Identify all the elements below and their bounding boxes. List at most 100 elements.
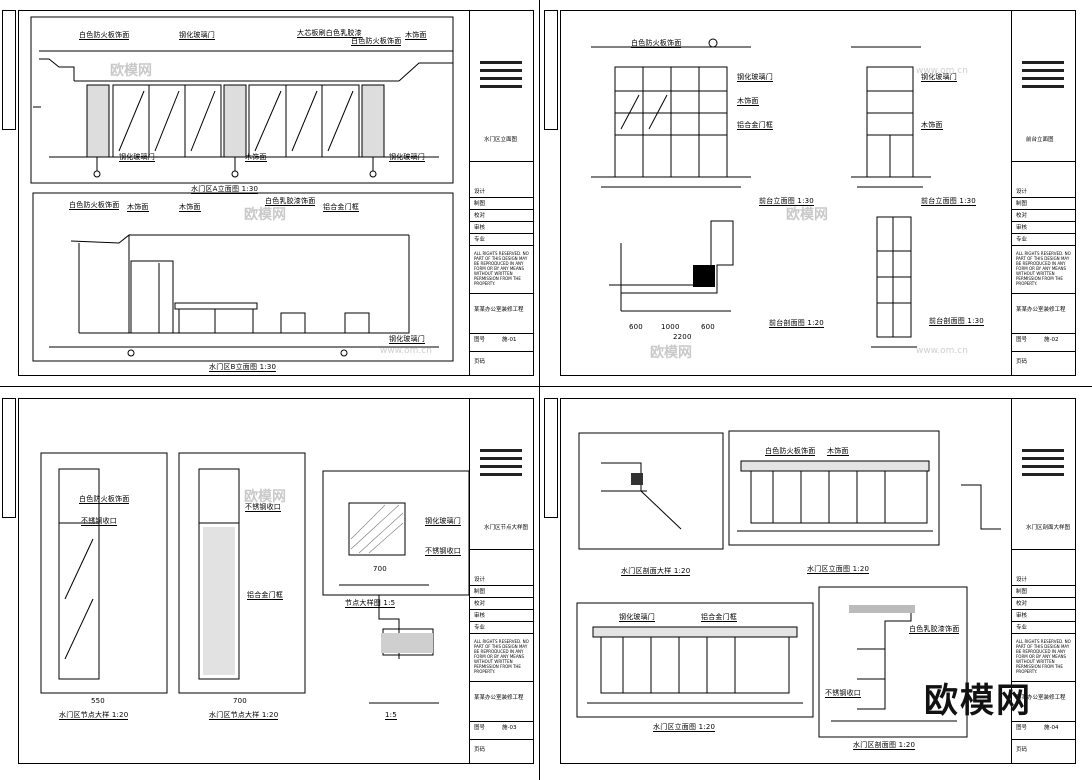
annotation: 木饰面 <box>921 121 943 130</box>
watermark-brand: 欧模网 <box>924 681 1032 721</box>
annotation: 钢化玻璃门 <box>119 153 155 162</box>
drawing-sheet-bottom-right: 白色防火板饰面 木饰面 钢化玻璃门 铝合金门框 白色乳胶漆饰面 不锈钢收口 水门… <box>560 398 1076 764</box>
dimension: 1000 <box>661 323 680 331</box>
title-block: 水门区节点大样图 设计 制图 校对 审核 专业 ALL RIGHTS RESER… <box>469 399 533 763</box>
drawing-no-label: 图号 <box>1016 725 1028 731</box>
tb-row: 设计 <box>1016 189 1028 195</box>
annotation: 白色防火板饰面 <box>765 447 816 456</box>
copyright-note: ALL RIGHTS RESERVED. NO PART OF THIS DES… <box>1016 639 1071 674</box>
drawing-no: 施-01 <box>502 337 517 343</box>
watermark-url: www.om.cn <box>916 346 968 356</box>
sheet-divider-horizontal <box>0 386 1092 387</box>
watermark-logo: 欧模网 <box>110 63 152 79</box>
tb-row: 制图 <box>1016 201 1028 207</box>
annotation: 铝合金门框 <box>701 613 737 622</box>
dimension: 2200 <box>673 333 692 341</box>
tb-row: 审核 <box>474 225 486 231</box>
annotation: 木饰面 <box>245 153 267 162</box>
drawing-sheet-top-left: 白色防火板饰面 钢化玻璃门 大芯板刷白色乳胶漆 白色防火板饰面 木饰面 钢化玻璃… <box>18 10 534 376</box>
tb-row: 审核 <box>1016 613 1028 619</box>
view-title: 水门区剖面图 1:20 <box>853 741 916 750</box>
annotation: 白色防火板饰面 <box>351 37 402 46</box>
tb-row: 审核 <box>474 613 486 619</box>
view-title: 水门区立面图 1:20 <box>807 565 870 574</box>
project-name: 某某办公室装修工程 <box>1016 307 1066 313</box>
tb-row: 专业 <box>474 625 486 631</box>
tb-row: 校对 <box>1016 601 1028 607</box>
annotation: 木饰面 <box>179 203 201 212</box>
node-detail-drawings <box>40 452 470 704</box>
annotation: 木饰面 <box>827 447 849 456</box>
view-title: 前台立面图 1:30 <box>759 197 814 206</box>
binding-strip <box>544 10 558 130</box>
annotation: 铝合金门框 <box>323 203 359 212</box>
watermark-logo: 欧模网 <box>244 207 286 223</box>
tb-row: 校对 <box>1016 213 1028 219</box>
binding-strip <box>2 398 16 518</box>
view-title: 水门区立面图 1:20 <box>653 723 716 732</box>
annotation: 不锈钢收口 <box>425 547 461 556</box>
dimension: 550 <box>91 697 105 705</box>
page-label: 页码 <box>1016 747 1028 753</box>
watermark-url: www.om.cn <box>916 66 968 76</box>
watermark-logo: 欧模网 <box>650 345 692 361</box>
drawing-name: 水门区立面图 <box>484 137 518 143</box>
watermark-logo: 欧模网 <box>244 489 286 505</box>
project-name: 某某办公室装修工程 <box>474 307 524 313</box>
dimension: 700 <box>233 697 247 705</box>
tb-row: 设计 <box>1016 577 1028 583</box>
drawing-no: 施-02 <box>1044 337 1059 343</box>
project-name: 某某办公室装修工程 <box>474 695 524 701</box>
view-title: 水门区剖面大样 1:20 <box>621 567 691 576</box>
annotation: 木饰面 <box>127 203 149 212</box>
annotation: 钢化玻璃门 <box>921 73 957 82</box>
page-label: 页码 <box>474 359 486 365</box>
dimension: 600 <box>701 323 715 331</box>
annotation: 木饰面 <box>405 31 427 40</box>
annotation: 钢化玻璃门 <box>389 153 425 162</box>
section-detail-drawings <box>576 430 1001 738</box>
drawing-name: 水门区剖面大样图 <box>1026 525 1071 531</box>
tb-row: 专业 <box>474 237 486 243</box>
annotation: 白色乳胶漆饰面 <box>265 197 316 206</box>
annotation: 白色乳胶漆饰面 <box>909 625 960 634</box>
view-title: 水门区A立面图 1:30 <box>191 185 259 194</box>
annotation: 不锈钢收口 <box>81 517 117 526</box>
annotation: 白色防火板饰面 <box>79 495 130 504</box>
page-label: 页码 <box>474 747 486 753</box>
elevation-drawings <box>30 16 454 362</box>
annotation: 木饰面 <box>737 97 759 106</box>
drawing-no-label: 图号 <box>474 337 486 343</box>
title-block: 水门区剖面大样图 设计 制图 校对 审核 专业 ALL RIGHTS RESER… <box>1011 399 1075 763</box>
tb-row: 专业 <box>1016 625 1028 631</box>
page-label: 页码 <box>1016 359 1028 365</box>
annotation: 铝合金门框 <box>247 591 283 600</box>
drawing-sheet-bottom-left: 白色防火板饰面 不锈钢收口 不锈钢收口 铝合金门框 钢化玻璃门 不锈钢收口 55… <box>18 398 534 764</box>
tb-row: 设计 <box>474 189 486 195</box>
tb-row: 校对 <box>474 213 486 219</box>
dimension: 600 <box>629 323 643 331</box>
view-title: 1:5 <box>385 711 397 720</box>
annotation: 不锈钢收口 <box>825 689 861 698</box>
binding-strip <box>544 398 558 518</box>
annotation: 铝合金门框 <box>737 121 773 130</box>
annotation: 钢化玻璃门 <box>425 517 461 526</box>
annotation: 不锈钢收口 <box>245 503 281 512</box>
annotation: 白色防火板饰面 <box>69 201 120 210</box>
annotation: 钢化玻璃门 <box>737 73 773 82</box>
tb-row: 制图 <box>474 589 486 595</box>
drawing-no-label: 图号 <box>474 725 486 731</box>
binding-strip <box>2 10 16 130</box>
tb-row: 专业 <box>1016 237 1028 243</box>
view-title: 水门区B立面图 1:30 <box>209 363 277 372</box>
copyright-note: ALL RIGHTS RESERVED. NO PART OF THIS DES… <box>1016 251 1071 286</box>
tb-row: 校对 <box>474 601 486 607</box>
view-title: 节点大样图 1:5 <box>345 599 396 608</box>
view-title: 水门区节点大样 1:20 <box>59 711 129 720</box>
project-name: 某某办公室装修工程 <box>1016 695 1066 701</box>
watermark-logo: 欧模网 <box>786 207 828 223</box>
annotation: 钢化玻璃门 <box>619 613 655 622</box>
drawing-sheet-top-right: 白色防火板饰面 钢化玻璃门 木饰面 铝合金门框 钢化玻璃门 木饰面 600 10… <box>560 10 1076 376</box>
drawing-name: 水门区节点大样图 <box>484 525 529 531</box>
annotation: 钢化玻璃门 <box>179 31 215 40</box>
